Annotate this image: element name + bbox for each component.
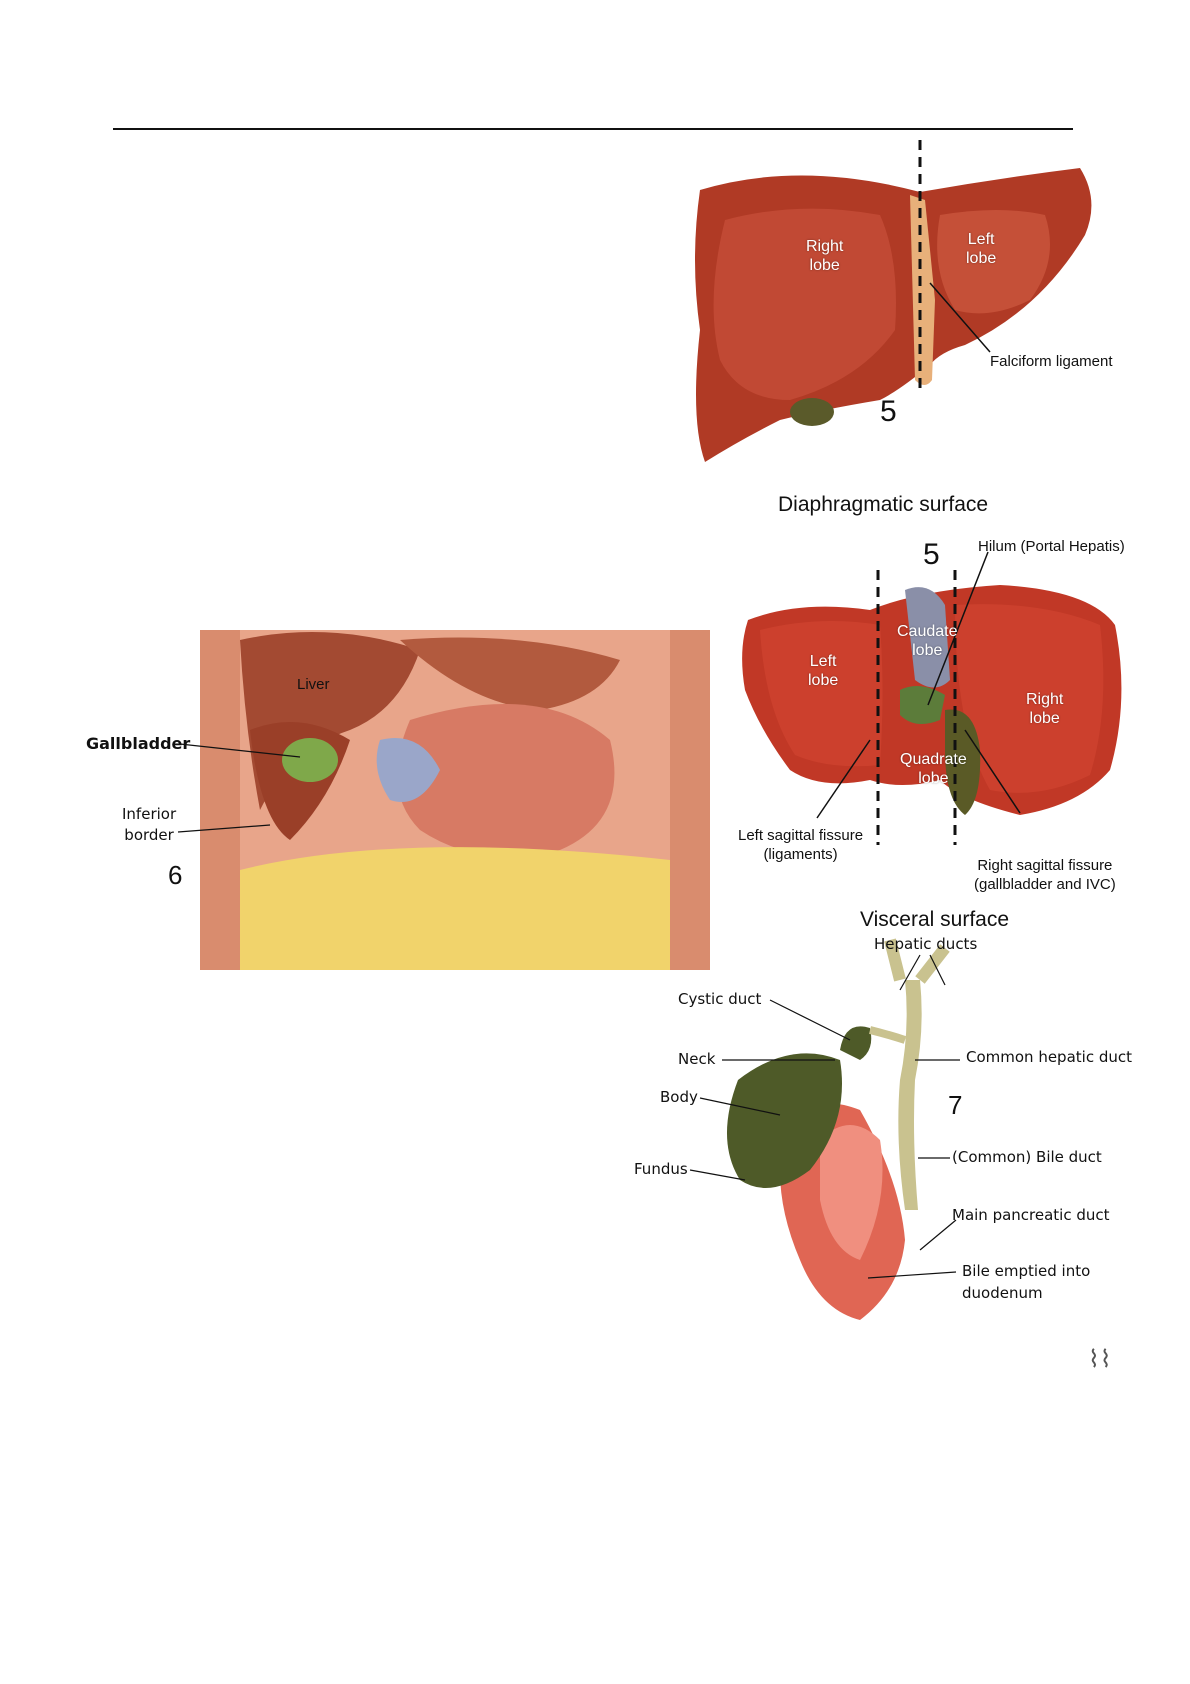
label-hepatic-ducts: Hepatic ducts xyxy=(874,935,978,953)
label-falciform-ligament: Falciform ligament xyxy=(990,353,1113,370)
label-common-hepatic-duct: Common hepatic duct xyxy=(966,1048,1132,1066)
figure-number-6: 6 xyxy=(168,860,183,890)
label-right-lobe-top: Right lobe xyxy=(806,238,844,274)
figure-biliary-tree: Hepatic ducts Cystic duct Neck Common he… xyxy=(0,935,1190,1380)
label-quadrate-lobe: Quadrate lobe xyxy=(900,751,967,787)
label-hilum: Hilum (Portal Hepatis) xyxy=(978,538,1125,555)
label-neck: Neck xyxy=(678,1050,716,1068)
biliary-tree-illustration xyxy=(689,938,960,1320)
label-body: Body xyxy=(660,1088,698,1106)
header-rule xyxy=(113,128,1073,130)
label-cystic-duct: Cystic duct xyxy=(678,990,762,1008)
abdomen-leader-lines xyxy=(177,743,301,833)
figure-number-5-bottom: 5 xyxy=(923,538,940,571)
corner-signature-mark: ⌇⌇ xyxy=(1088,1345,1112,1373)
label-gallbladder: Gallbladder xyxy=(86,734,191,753)
figure-abdomen-gallbladder: Liver Gallbladder Inferior border 6 xyxy=(0,620,720,980)
figure-number-7: 7 xyxy=(948,1090,963,1120)
label-inferior-border: Inferior border xyxy=(122,805,177,844)
abdomen-illustration xyxy=(200,630,710,970)
label-left-lobe-top: Left lobe xyxy=(966,231,997,267)
label-liver: Liver xyxy=(297,676,330,693)
caption-diaphragmatic-surface: Diaphragmatic surface xyxy=(778,493,989,516)
liver-diaphragmatic-illustration xyxy=(695,140,1092,462)
caption-visceral-surface: Visceral surface xyxy=(860,908,1010,931)
figure-liver-visceral: Hilum (Portal Hepatis) 5 Left lobe Cauda… xyxy=(0,530,1190,931)
figure-liver-diaphragmatic: Right lobe Left lobe Falciform ligament … xyxy=(0,0,1190,530)
label-common-bile-duct: (Common) Bile duct xyxy=(952,1148,1102,1166)
label-main-pancreatic-duct: Main pancreatic duct xyxy=(952,1206,1110,1224)
label-bile-emptied: Bile emptied into duodenum xyxy=(962,1262,1091,1302)
label-fundus: Fundus xyxy=(634,1160,688,1178)
label-left-sagittal-fissure: Left sagittal fissure (ligaments) xyxy=(738,827,864,863)
label-caudate-lobe: Caudate lobe xyxy=(897,623,958,659)
label-right-sagittal-fissure: Right sagittal fissure (gallbladder and … xyxy=(974,857,1116,893)
figure-number-5-top: 5 xyxy=(880,395,897,428)
label-right-lobe-bottom: Right lobe xyxy=(1026,691,1064,727)
label-left-lobe-bottom: Left lobe xyxy=(808,653,839,689)
liver-visceral-illustration xyxy=(742,551,1122,845)
